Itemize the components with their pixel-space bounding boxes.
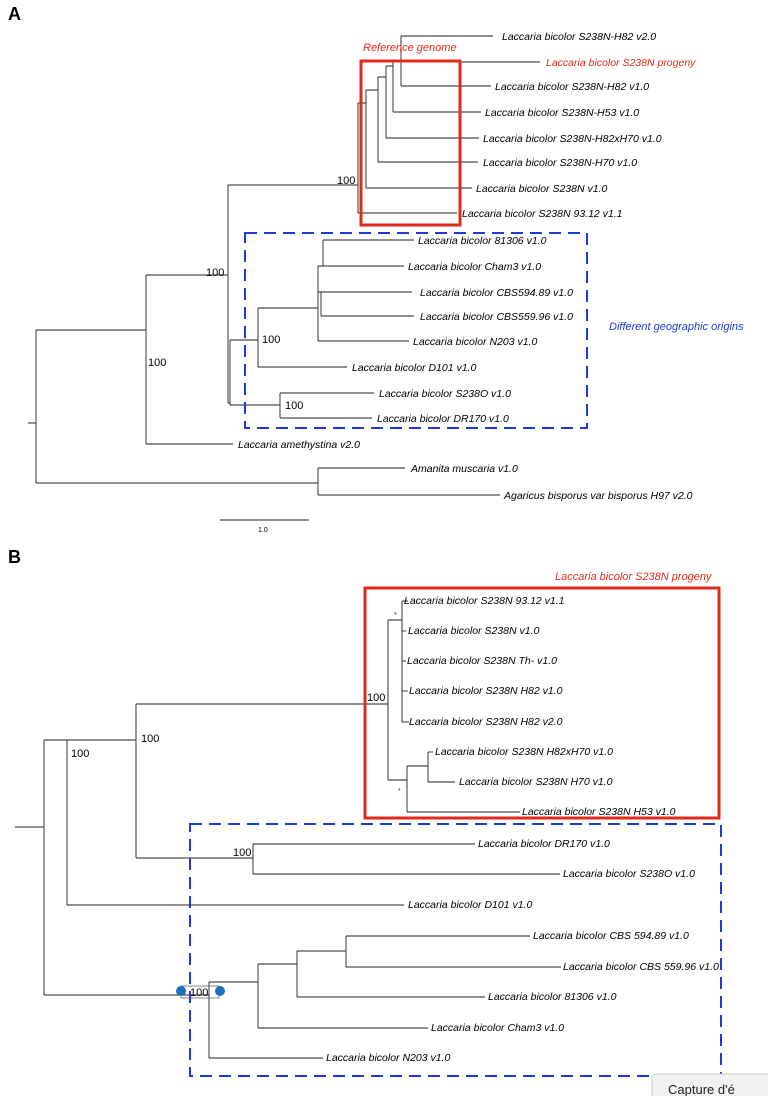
tip-label: Laccaria bicolor S238N H70 v1.0 xyxy=(459,776,613,788)
asterisk-mark: * xyxy=(394,612,397,619)
tip-label: Laccaria bicolor S238N 93.12 v1.1 xyxy=(404,595,565,607)
support-value: 100 xyxy=(285,400,303,412)
tip-label: Laccaria bicolor S238N-H53 v1.0 xyxy=(485,107,639,119)
support-value: 100 xyxy=(367,692,385,704)
reference-genome-box xyxy=(359,59,462,227)
reference-genome-note: Reference genome xyxy=(363,42,457,54)
panel-a: A xyxy=(8,4,744,534)
tip-label: Laccaria bicolor S238N Th- v1.0 xyxy=(407,655,557,667)
panel-b-tree xyxy=(15,600,561,1059)
tip-label: Laccaria bicolor S238N-H82 v1.0 xyxy=(495,81,649,93)
panel-b-letter: B xyxy=(8,547,21,567)
tip-label: Laccaria bicolor Cham3 v1.0 xyxy=(431,1022,564,1034)
scale-bar-label: 1.0 xyxy=(258,527,268,534)
geographic-origins-note: Different geographic origins xyxy=(609,321,744,333)
support-value: 100 xyxy=(262,334,280,346)
tooltip-text: Capture d'é xyxy=(668,1082,735,1096)
tip-label: Laccaria bicolor S238N H82 v2.0 xyxy=(409,716,563,728)
tip-label: Laccaria bicolor S238N v1.0 xyxy=(408,625,539,637)
tip-label: Amanita muscaria v1.0 xyxy=(410,463,518,475)
tip-label: Laccaria bicolor S238N-H82xH70 v1.0 xyxy=(483,133,662,145)
asterisk-mark: * xyxy=(398,788,401,795)
support-value: 100 xyxy=(71,748,89,760)
tip-label: Laccaria bicolor D101 v1.0 xyxy=(408,899,532,911)
panel-b: B xyxy=(8,547,722,1077)
progeny-note: Laccaria bicolor S238N progeny xyxy=(555,571,713,583)
tip-label: Laccaria bicolor D101 v1.0 xyxy=(352,362,476,374)
support-value: 100 xyxy=(190,987,208,999)
node-handle[interactable] xyxy=(176,986,186,996)
support-value: 100 xyxy=(141,733,159,745)
support-value: 100 xyxy=(148,357,166,369)
progeny-box xyxy=(363,586,721,820)
tooltip-background xyxy=(651,1073,768,1096)
tip-label: Laccaria bicolor 81306 v1.0 xyxy=(488,991,617,1003)
tip-label: Laccaria bicolor Cham3 v1.0 xyxy=(408,261,541,273)
support-value: 100 xyxy=(206,267,224,279)
tip-label: Laccaria bicolor N203 v1.0 xyxy=(413,336,537,348)
tip-label: Laccaria bicolor S238N-H82 v2.0 xyxy=(502,31,656,43)
tip-label: Laccaria bicolor CBS594.89 v1.0 xyxy=(420,287,573,299)
tip-label: Laccaria bicolor S238N v1.0 xyxy=(476,183,607,195)
node-handle[interactable] xyxy=(215,986,225,996)
tip-label: Laccaria bicolor S238N 93.12 v1.1 xyxy=(462,208,623,220)
tip-label: Laccaria bicolor S238O v1.0 xyxy=(379,388,511,400)
tip-label: Laccaria bicolor 81306 v1.0 xyxy=(418,235,547,247)
tip-label: Laccaria bicolor N203 v1.0 xyxy=(326,1052,450,1064)
progeny-label: Laccaria bicolor S238N progeny xyxy=(546,57,696,69)
geographic-origins-box xyxy=(244,232,588,429)
support-value: 100 xyxy=(337,175,355,187)
tip-label: Laccaria bicolor S238N H53 v1.0 xyxy=(522,806,676,818)
tip-label: Laccaria bicolor CBS 559.96 v1.0 xyxy=(563,961,719,973)
support-value: 100 xyxy=(233,847,251,859)
tip-label: Laccaria bicolor S238N-H70 v1.0 xyxy=(483,157,637,169)
tip-label: Laccaria bicolor DR170 v1.0 xyxy=(478,838,610,850)
tip-label: Laccaria bicolor CBS 594.89 v1.0 xyxy=(533,930,689,942)
tip-label: Laccaria bicolor S238O v1.0 xyxy=(563,868,695,880)
panel-a-letter: A xyxy=(8,4,21,24)
tip-label: Laccaria bicolor DR170 v1.0 xyxy=(377,413,509,425)
screenshot-tooltip[interactable]: Capture d'é xyxy=(651,1073,768,1096)
tip-label: Laccaria bicolor CBS559.96 v1.0 xyxy=(420,311,573,323)
tip-label: Laccaria bicolor S238N H82xH70 v1.0 xyxy=(435,746,613,758)
tip-label: Laccaria bicolor S238N H82 v1.0 xyxy=(409,685,563,697)
tip-label: Laccaria amethystina v2.0 xyxy=(238,439,360,451)
tip-label: Agaricus bisporus var bisporus H97 v2.0 xyxy=(503,490,693,502)
geographic-origins-box xyxy=(189,823,722,1077)
